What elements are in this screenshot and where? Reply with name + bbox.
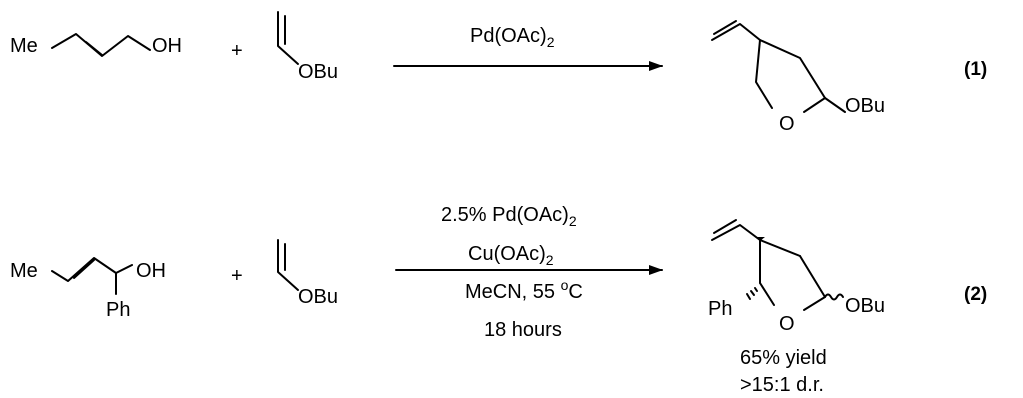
condition-time: 18 hours	[484, 319, 562, 341]
ring-c2-obu-bond	[824, 97, 846, 113]
thf-ring-bond	[755, 39, 826, 109]
hydroxyl-label: OH	[152, 35, 182, 57]
condition-catalyst: 2.5% Pd(OAc)2	[441, 204, 577, 229]
methyl-label: Me	[10, 260, 38, 282]
crotyl-alcohol-structure: Me OH	[10, 33, 182, 57]
ring-c3-c2-bond	[799, 255, 826, 298]
butyl-vinyl-ether-structure: OBu	[277, 11, 338, 83]
plus-sign: +	[231, 40, 243, 62]
ring-c2-o-bond	[803, 97, 826, 113]
vinyl-substituent-bond	[711, 23, 761, 41]
reaction-2: Me OH Ph + OBu 2.5% Pd(OAc)2 Cu(OAc)2 Me…	[10, 204, 987, 396]
reagent-label: Pd(OAc)2	[470, 25, 555, 50]
condition-solvent-temperature: MeCN, 55 oC	[465, 277, 583, 303]
allylic-double-bond	[73, 259, 95, 279]
hydroxyl-label: OH	[136, 260, 166, 282]
vinyl-substituent-bond	[711, 224, 761, 241]
vinyl-substituent-double-bond	[713, 20, 737, 35]
equation-number-2: (2)	[964, 284, 987, 305]
allylic-chain-bond	[51, 257, 133, 282]
crotyl-chain-bond	[51, 33, 151, 57]
ring-oxygen-label: O	[779, 113, 795, 135]
ring-oxygen-label: O	[779, 313, 795, 335]
diastereomeric-ratio-label: >15:1 d.r.	[740, 374, 824, 396]
plus-sign: +	[231, 265, 243, 287]
ring-c4-c3-bond	[759, 239, 801, 257]
equation-number-1: (1)	[964, 59, 987, 80]
phenyl-label: Ph	[708, 298, 732, 320]
allylic-alcohol-structure: Me OH Ph	[10, 257, 166, 321]
butoxy-label: OBu	[298, 61, 338, 83]
substituted-thf-product-structure: Ph O OBu	[708, 219, 885, 335]
wavy-obu-bond	[824, 293, 844, 301]
vinyl-thf-product-structure: O OBu	[711, 20, 885, 135]
ring-c5-o-bond	[759, 282, 775, 306]
condition-oxidant: Cu(OAc)2	[468, 243, 554, 268]
yield-label: 65% yield	[740, 347, 827, 369]
vinyl-substituent-double-bond	[713, 219, 737, 234]
phenyl-hashed-bond	[746, 287, 758, 300]
butoxy-label: OBu	[298, 286, 338, 308]
vinyl-ether-bond	[277, 239, 299, 291]
butyl-vinyl-ether-structure: OBu	[277, 239, 338, 308]
product-butoxy-label: OBu	[845, 95, 885, 117]
vinyl-ether-bond	[277, 11, 299, 65]
crotyl-double-bond	[85, 41, 103, 56]
methyl-label: Me	[10, 35, 38, 57]
ring-c2-o-bond	[803, 296, 826, 311]
phenyl-label: Ph	[106, 299, 130, 321]
product-butoxy-label: OBu	[845, 295, 885, 317]
reaction-1: Me OH + OBu Pd(OAc)2 O OBu (1)	[10, 11, 987, 135]
